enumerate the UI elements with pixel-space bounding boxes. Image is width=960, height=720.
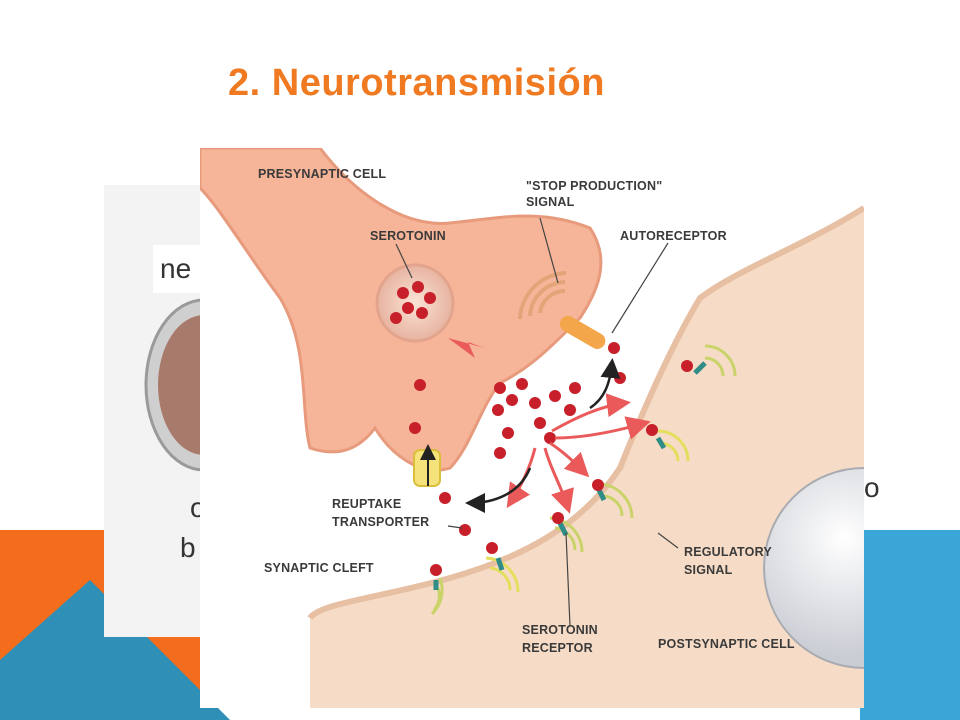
serotonin-receptor: [681, 344, 737, 377]
leader-lines: [395, 217, 679, 627]
label-synaptic-cleft: SYNAPTIC CLEFT: [264, 561, 374, 575]
slide-title: 2. Neurotransmisión: [228, 62, 605, 104]
label-presynaptic-cell: PRESYNAPTIC CELL: [258, 167, 386, 181]
serotonin-molecule: [397, 287, 409, 299]
label-stop-production-line1: "STOP PRODUCTION": [526, 179, 662, 193]
label-regulatory-line1: REGULATORY: [684, 545, 772, 559]
postsynaptic-cell: [310, 208, 864, 708]
label-regulatory-line2: SIGNAL: [684, 563, 733, 577]
release-arrow: [448, 338, 485, 358]
autoreceptor-arrow: [589, 358, 621, 410]
background-text-fragment: o: [864, 472, 880, 503]
serotonin-receptor: [485, 556, 520, 593]
serotonin-molecule: [409, 422, 421, 434]
label-reuptake-line1: REUPTAKE: [332, 497, 401, 511]
serotonin-receptor: [646, 424, 690, 462]
label-serotonin-receptor-line2: RECEPTOR: [522, 641, 593, 655]
serotonin-molecule: [390, 312, 402, 324]
serotonin-molecule: [414, 379, 426, 391]
background-text-fragment: b: [180, 532, 196, 563]
serotonin-receptor: [592, 479, 634, 519]
reuptake-arrow: [465, 467, 532, 513]
postsynaptic-membrane: [307, 205, 864, 621]
background-text-fragment: ne: [160, 253, 192, 284]
serotonin-receptor: [430, 564, 444, 616]
serotonin-vesicle: [375, 263, 455, 343]
label-reuptake-line2: TRANSPORTER: [332, 515, 429, 529]
background-label-box: [153, 245, 205, 293]
label-serotonin: SEROTONIN: [370, 229, 446, 243]
label-serotonin-receptor-line1: SEROTONIN: [522, 623, 598, 637]
background-cell-sphere: [763, 467, 864, 669]
background-cell-shape: [144, 298, 204, 472]
neurotransmission-diagram: PRESYNAPTIC CELL SEROTONIN "STOP PRODUCT…: [200, 148, 864, 708]
label-postsynaptic-cell: POSTSYNAPTIC CELL: [658, 637, 795, 651]
serotonin-receptor: [549, 512, 584, 553]
reuptake-transporter: [413, 444, 441, 487]
cleft-molecules: [439, 372, 626, 554]
serotonin-molecule: [402, 302, 414, 314]
blue-corner-shape: [860, 530, 960, 720]
label-stop-production-line2: SIGNAL: [526, 195, 575, 209]
serotonin-molecule: [412, 281, 424, 293]
teal-corner-shape: [0, 580, 230, 720]
serotonin-molecule: [416, 307, 428, 319]
autoreceptor: [518, 271, 620, 354]
diffusion-arrows: [506, 393, 651, 514]
label-autoreceptor: AUTORECEPTOR: [620, 229, 727, 243]
serotonin-molecule: [424, 292, 436, 304]
